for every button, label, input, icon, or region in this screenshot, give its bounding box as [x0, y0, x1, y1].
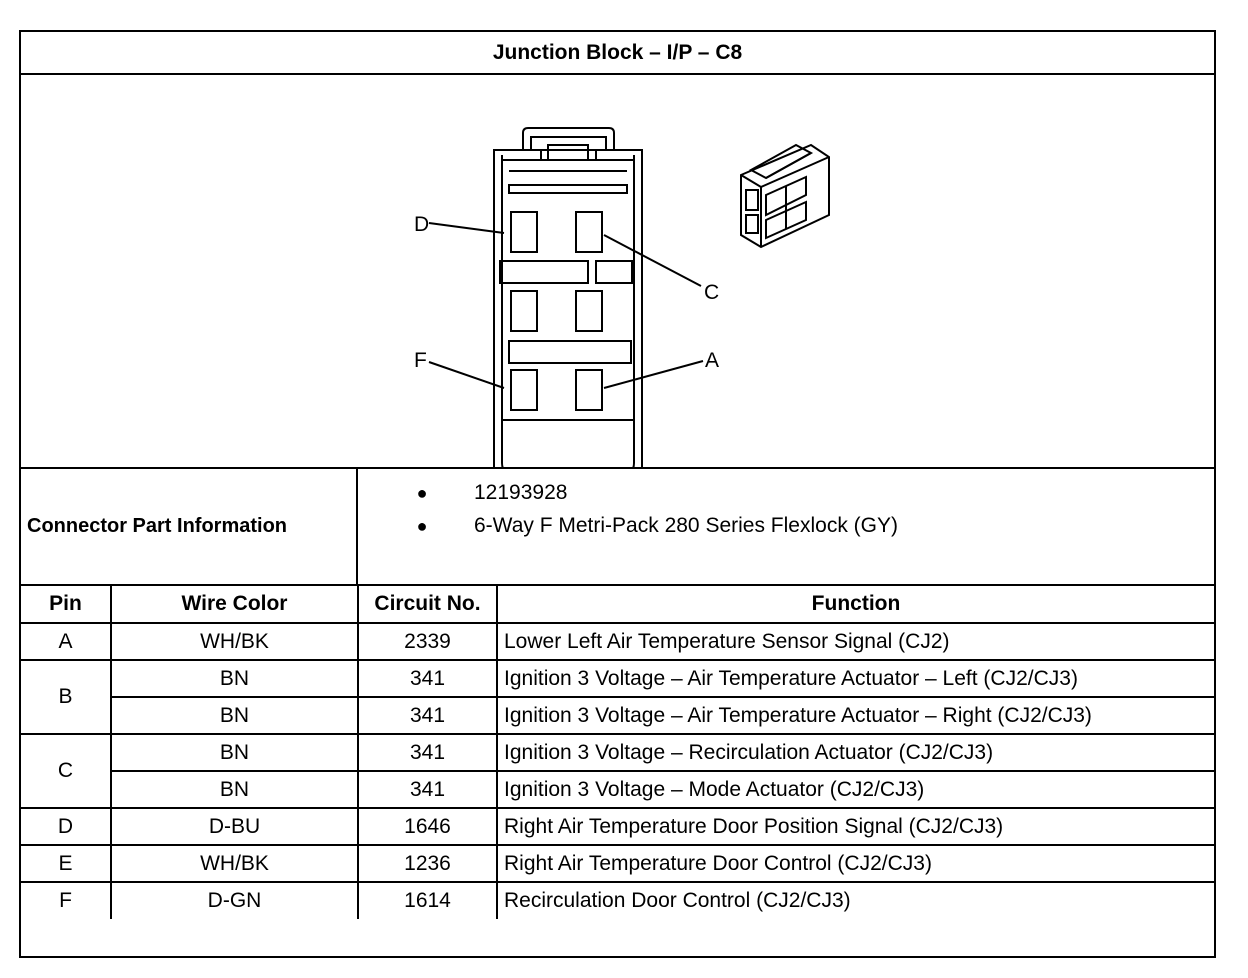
pin-label-d: D	[414, 213, 429, 236]
cavity-b-left	[510, 290, 538, 332]
table-row: B BN 341 Ignition 3 Voltage – Air Temper…	[21, 659, 1214, 735]
pin-label-a: A	[705, 349, 719, 372]
part-number: 12193928	[474, 481, 568, 504]
connector-latch	[522, 127, 615, 150]
function-cell: Ignition 3 Voltage – Air Temperature Act…	[496, 696, 1214, 735]
circuit-cell: 1614	[357, 881, 498, 919]
pinout-table: Pin Wire Color Circuit No. Function A WH…	[21, 586, 1214, 919]
table-row: BN 341 Ignition 3 Voltage – Mode Actuato…	[21, 770, 1214, 809]
bullet-icon: ●	[416, 482, 428, 503]
wire-color-cell: BN	[111, 770, 359, 809]
table-row: BN 341 Ignition 3 Voltage – Air Temperat…	[21, 696, 1214, 735]
connector-info-list: ● 12193928 ● 6-Way F Metri-Pack 280 Seri…	[358, 469, 1214, 584]
connector-type-item: ● 6-Way F Metri-Pack 280 Series Flexlock…	[358, 514, 898, 538]
circuit-cell: 1236	[357, 844, 498, 883]
cavity-a	[575, 369, 603, 411]
pin-cell: F	[21, 881, 112, 919]
table-row: E WH/BK 1236 Right Air Temperature Door …	[21, 844, 1214, 883]
connector-diagram: D C F A	[21, 75, 1214, 469]
connector-info-label: Connector Part Information	[21, 469, 358, 584]
wire-color-cell: BN	[110, 659, 359, 698]
header-circuit: Circuit No.	[357, 586, 498, 624]
table-row: F D-GN 1614 Recirculation Door Control (…	[21, 881, 1214, 919]
header-function: Function	[496, 586, 1214, 624]
circuit-cell: 341	[357, 770, 498, 809]
cavity-c	[575, 211, 603, 253]
leader-c	[603, 234, 702, 287]
connector-part-information: Connector Part Information ● 12193928 ● …	[21, 469, 1214, 586]
circuit-cell: 1646	[357, 807, 498, 846]
circuit-cell: 341	[357, 733, 498, 772]
page-title: Junction Block – I/P – C8	[21, 32, 1214, 75]
leader-d	[428, 222, 505, 234]
cavity-b-right	[575, 290, 603, 332]
wire-color-cell: WH/BK	[110, 844, 359, 883]
table-header-row: Pin Wire Color Circuit No. Function	[21, 586, 1214, 624]
pin-cell: D	[21, 807, 112, 846]
connector-type: 6-Way F Metri-Pack 280 Series Flexlock (…	[474, 514, 898, 537]
circuit-cell: 341	[357, 696, 498, 735]
function-cell: Right Air Temperature Door Control (CJ2/…	[496, 844, 1214, 883]
function-cell: Ignition 3 Voltage – Air Temperature Act…	[496, 659, 1214, 698]
connector-isometric-icon	[740, 143, 830, 249]
leader-a	[603, 360, 704, 389]
function-cell: Ignition 3 Voltage – Recirculation Actua…	[496, 733, 1214, 772]
connector-body-outline	[493, 149, 643, 469]
wire-color-cell: D-BU	[110, 807, 359, 846]
function-cell: Recirculation Door Control (CJ2/CJ3)	[496, 881, 1214, 919]
function-cell: Ignition 3 Voltage – Mode Actuator (CJ2/…	[496, 770, 1214, 809]
wire-color-cell: WH/BK	[110, 622, 359, 661]
pin-cell: C	[21, 733, 112, 809]
wire-color-cell: BN	[110, 733, 359, 772]
connector-sheet: Junction Block – I/P – C8	[19, 30, 1216, 958]
cavity-d	[510, 211, 538, 253]
cavity-f	[510, 369, 538, 411]
connector-face-drawing: D C F A	[414, 127, 830, 469]
table-row: C BN 341 Ignition 3 Voltage – Recirculat…	[21, 733, 1214, 809]
leader-f	[428, 361, 505, 389]
header-wire-color: Wire Color	[110, 586, 359, 624]
function-cell: Lower Left Air Temperature Sensor Signal…	[496, 622, 1214, 661]
header-pin: Pin	[21, 586, 112, 624]
pin-cell: E	[21, 844, 112, 883]
pin-cell: B	[21, 659, 112, 735]
pin-cell: A	[21, 622, 112, 661]
pin-label-c: C	[704, 281, 719, 304]
wire-color-cell: D-GN	[110, 881, 359, 919]
circuit-cell: 341	[357, 659, 498, 698]
function-cell: Right Air Temperature Door Position Sign…	[496, 807, 1214, 846]
table-row: D D-BU 1646 Right Air Temperature Door P…	[21, 807, 1214, 846]
bullet-icon: ●	[416, 515, 428, 536]
table-row: A WH/BK 2339 Lower Left Air Temperature …	[21, 622, 1214, 661]
circuit-cell: 2339	[357, 622, 498, 661]
pin-label-f: F	[414, 349, 427, 372]
part-number-item: ● 12193928	[358, 481, 568, 505]
wire-color-cell: BN	[111, 696, 359, 735]
